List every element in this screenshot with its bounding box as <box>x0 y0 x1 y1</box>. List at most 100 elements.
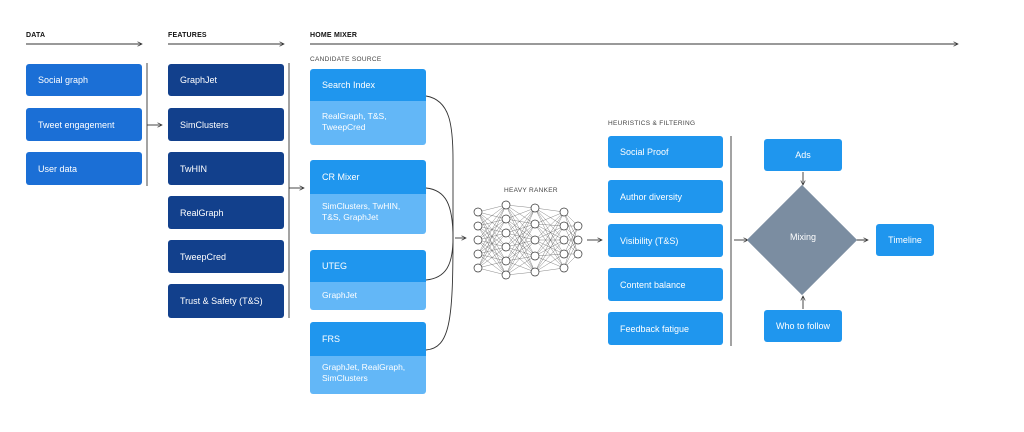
mixing-label: Mixing <box>789 232 816 242</box>
network-edge <box>563 225 579 269</box>
source-detail: GraphJet <box>310 282 426 310</box>
candidate-source-label: CANDIDATE SOURCE <box>310 56 382 63</box>
network-edge <box>505 223 536 276</box>
network-node <box>501 228 511 238</box>
network-node <box>501 242 511 252</box>
heuristic-visibility: Visibility (T&S) <box>608 224 723 257</box>
network-edge <box>505 271 536 276</box>
network-node <box>530 267 540 277</box>
network-edge <box>477 204 507 269</box>
network-edge <box>505 207 536 220</box>
features-header: FEATURES <box>168 32 207 39</box>
network-edge <box>534 253 565 257</box>
feature-graphjet: GraphJet <box>168 64 284 96</box>
network-edge <box>505 255 536 276</box>
source-title: FRS <box>310 322 426 356</box>
source-search-index: Search Index RealGraph, T&S, TweepCred <box>310 69 426 145</box>
source-frs: FRS GraphJet, RealGraph, SimClusters <box>310 322 426 394</box>
network-node <box>559 263 569 273</box>
heuristic-social-proof: Social Proof <box>608 136 723 168</box>
network-edge <box>534 211 565 257</box>
network-node <box>573 221 583 231</box>
network-node <box>559 249 569 259</box>
ads-box: Ads <box>764 139 842 171</box>
network-edge <box>534 255 565 269</box>
network-node <box>501 200 511 210</box>
network-edge <box>505 207 536 248</box>
network-edge <box>534 239 565 257</box>
network-edge <box>505 260 536 273</box>
network-edge <box>534 207 565 227</box>
network-edge <box>505 239 536 276</box>
network-edge <box>505 255 536 262</box>
network-node <box>573 249 583 259</box>
network-node <box>559 207 569 217</box>
network-edge <box>534 207 565 269</box>
heuristics-label: HEURISTICS & FILTERING <box>608 120 696 127</box>
network-edge <box>505 204 536 273</box>
data-social-graph: Social graph <box>26 64 142 96</box>
network-edge <box>534 239 565 255</box>
network-node <box>501 214 511 224</box>
heuristic-author-diversity: Author diversity <box>608 180 723 213</box>
network-edge <box>505 218 536 273</box>
feature-realgraph: RealGraph <box>168 196 284 229</box>
feature-tweepcred: TweepCred <box>168 240 284 273</box>
network-edge <box>505 218 536 257</box>
network-edge <box>505 246 536 273</box>
network-node <box>473 207 483 217</box>
network-edge <box>505 207 536 234</box>
network-edge <box>534 223 565 241</box>
network-edge <box>534 211 565 241</box>
source-title: UTEG <box>310 250 426 282</box>
network-edge <box>534 223 565 227</box>
network-node <box>473 221 483 231</box>
network-edge <box>477 204 507 255</box>
network-edge <box>534 225 565 273</box>
network-edge <box>505 204 536 209</box>
network-node <box>559 235 569 245</box>
network-edge <box>534 211 565 225</box>
network-node <box>530 235 540 245</box>
network-edge <box>505 218 536 225</box>
network-node <box>530 203 540 213</box>
feature-twhin: TwHIN <box>168 152 284 185</box>
heuristic-feedback-fatigue: Feedback fatigue <box>608 312 723 345</box>
network-edge <box>505 207 536 262</box>
network-edge <box>477 204 507 213</box>
network-edge <box>505 246 536 257</box>
network-edge <box>505 207 536 276</box>
source-detail: GraphJet, RealGraph, SimClusters <box>310 356 426 394</box>
network-edge <box>505 239 536 262</box>
network-edge <box>534 223 565 255</box>
network-edge <box>534 207 565 213</box>
network-edge <box>505 232 536 257</box>
network-edge <box>477 232 507 269</box>
network-edge <box>505 232 536 241</box>
data-user-data: User data <box>26 152 142 185</box>
network-edge <box>477 260 507 269</box>
network-edge <box>477 267 507 276</box>
network-edge <box>534 223 565 269</box>
network-edge <box>563 239 579 269</box>
network-node <box>530 219 540 229</box>
heavy-ranker-label: HEAVY RANKER <box>504 187 558 194</box>
network-edge <box>534 207 565 255</box>
data-header: DATA <box>26 32 46 39</box>
timeline-box: Timeline <box>876 224 934 256</box>
network-edge <box>505 218 536 241</box>
network-edge <box>505 223 536 262</box>
network-edge <box>505 204 536 225</box>
network-edge <box>477 246 507 269</box>
network-node <box>473 249 483 259</box>
source-uteg: UTEG GraphJet <box>310 250 426 310</box>
network-node <box>473 235 483 245</box>
source-detail: SimClusters, TwHIN, T&S, GraphJet <box>310 194 426 234</box>
network-edge <box>534 225 565 241</box>
source-title: CR Mixer <box>310 160 426 194</box>
network-edge <box>534 267 565 273</box>
network-node <box>530 251 540 261</box>
network-edge <box>477 204 507 241</box>
